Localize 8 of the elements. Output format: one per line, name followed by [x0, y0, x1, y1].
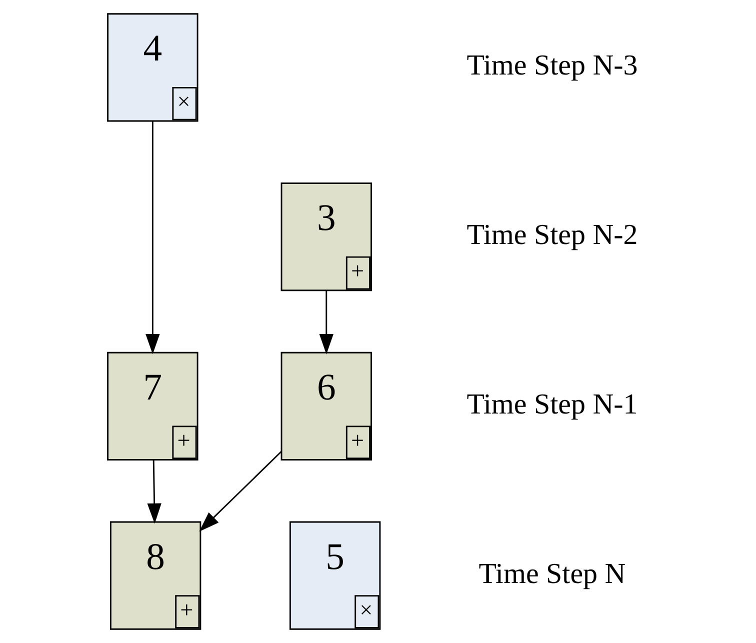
arrow: [318, 290, 333, 354]
label: Time Step N-3: [466, 50, 638, 82]
label: Time Step N-2: [466, 219, 638, 252]
label: Time Step N: [478, 558, 626, 590]
arrow: [145, 121, 160, 354]
arrow: [198, 450, 282, 532]
arrow: [146, 460, 161, 524]
label: Time Step N-1: [466, 388, 638, 420]
